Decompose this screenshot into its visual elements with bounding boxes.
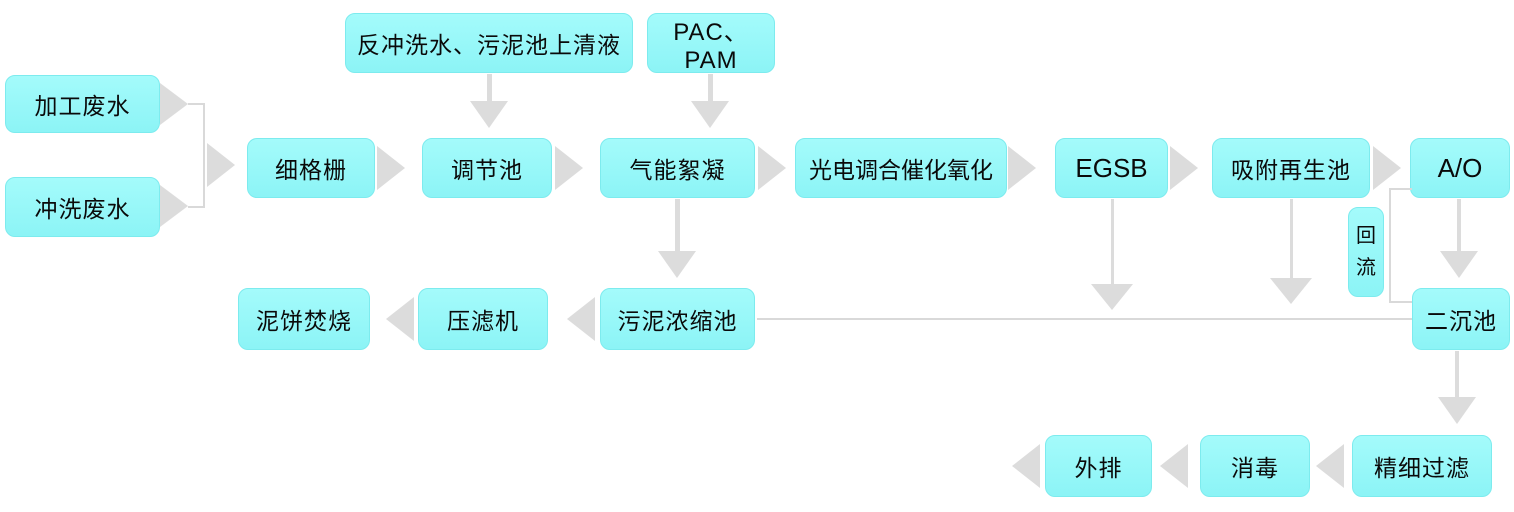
node-label: 细格栅 xyxy=(275,157,347,183)
arrow-right-icon xyxy=(758,146,786,190)
node-discharge: 外排 xyxy=(1045,435,1152,497)
connector-line xyxy=(188,103,205,105)
node-adsorption-regeneration-tank: 吸附再生池 xyxy=(1212,138,1370,198)
node-label: PAC、PAM xyxy=(673,18,749,74)
arrow-right-icon xyxy=(377,146,405,190)
arrow-right-icon xyxy=(555,146,583,190)
node-backwash-supernatant: 反冲洗水、污泥池上清液 xyxy=(345,13,633,73)
node-label: 精细过滤 xyxy=(1374,455,1470,481)
node-label: A/O xyxy=(1437,152,1483,183)
arrow-left-icon xyxy=(1316,444,1344,488)
node-fine-screen: 细格栅 xyxy=(247,138,375,198)
node-gas-energy-flocculation: 气能絮凝 xyxy=(600,138,755,198)
arrow-down-icon xyxy=(1270,278,1312,304)
connector-line xyxy=(1389,301,1412,303)
node-filter-press: 压滤机 xyxy=(418,288,548,350)
node-secondary-sedimentation: 二沉池 xyxy=(1412,288,1510,350)
node-label: 消毒 xyxy=(1231,455,1279,481)
arrow-down-icon xyxy=(658,251,696,278)
arrow-down-icon xyxy=(1440,251,1478,278)
node-processing-wastewater: 加工废水 xyxy=(5,75,160,133)
node-label: 回流 xyxy=(1356,225,1376,279)
connector-line xyxy=(203,103,205,208)
node-egsb: EGSB xyxy=(1055,138,1168,198)
node-label: 冲洗废水 xyxy=(34,196,131,222)
connector-line xyxy=(188,206,205,208)
node-label: 外排 xyxy=(1074,455,1123,481)
node-regulating-tank: 调节池 xyxy=(422,138,552,198)
node-label: 泥饼焚烧 xyxy=(256,308,352,334)
node-fine-filtration: 精细过滤 xyxy=(1352,435,1492,497)
node-pac-pam: PAC、PAM xyxy=(647,13,775,74)
arrow-right-icon xyxy=(207,143,235,187)
node-label: 加工废水 xyxy=(34,93,131,119)
node-disinfection: 消毒 xyxy=(1200,435,1310,497)
arrow-down-icon xyxy=(1438,397,1476,424)
arrow-down-shaft xyxy=(1455,351,1459,398)
arrow-left-icon xyxy=(567,297,595,341)
arrow-down-shaft xyxy=(1457,199,1461,252)
node-label: 气能絮凝 xyxy=(629,157,726,183)
connector-line xyxy=(757,318,1412,320)
node-label: 污泥浓缩池 xyxy=(617,308,738,334)
arrow-down-icon xyxy=(470,101,508,128)
node-sludge-thickener: 污泥浓缩池 xyxy=(600,288,755,350)
node-label: 调节池 xyxy=(451,157,523,183)
arrow-right-icon xyxy=(160,83,188,125)
node-label: 吸附再生池 xyxy=(1231,157,1351,183)
node-sludge-cake-incineration: 泥饼焚烧 xyxy=(238,288,370,350)
node-reflux: 回流 xyxy=(1348,207,1384,297)
arrow-down-shaft xyxy=(1290,199,1293,279)
arrow-down-shaft xyxy=(708,74,713,102)
arrow-down-shaft xyxy=(675,199,680,252)
node-label: 光电调合催化氧化 xyxy=(809,157,993,183)
node-photoelectric-catalytic-oxidation: 光电调合催化氧化 xyxy=(795,138,1007,198)
arrow-right-icon xyxy=(160,185,188,227)
arrow-down-icon xyxy=(691,101,729,128)
arrow-down-icon xyxy=(1091,284,1133,310)
node-ao: A/O xyxy=(1410,138,1510,198)
node-flushing-wastewater: 冲洗废水 xyxy=(5,177,160,237)
arrow-left-icon xyxy=(1160,444,1188,488)
arrow-right-icon xyxy=(1373,146,1401,190)
arrow-down-shaft xyxy=(1111,199,1114,285)
node-label: 反冲洗水、污泥池上清液 xyxy=(357,32,621,58)
arrow-right-icon xyxy=(1170,146,1198,190)
arrow-right-icon xyxy=(1008,146,1036,190)
arrow-down-shaft xyxy=(487,74,492,102)
connector-line xyxy=(1389,188,1391,303)
node-label: EGSB xyxy=(1075,152,1148,183)
node-label: 压滤机 xyxy=(447,308,519,334)
node-label: 二沉池 xyxy=(1425,308,1497,334)
arrow-left-icon xyxy=(386,297,414,341)
arrow-left-icon xyxy=(1012,444,1040,488)
connector-line xyxy=(1389,188,1412,190)
